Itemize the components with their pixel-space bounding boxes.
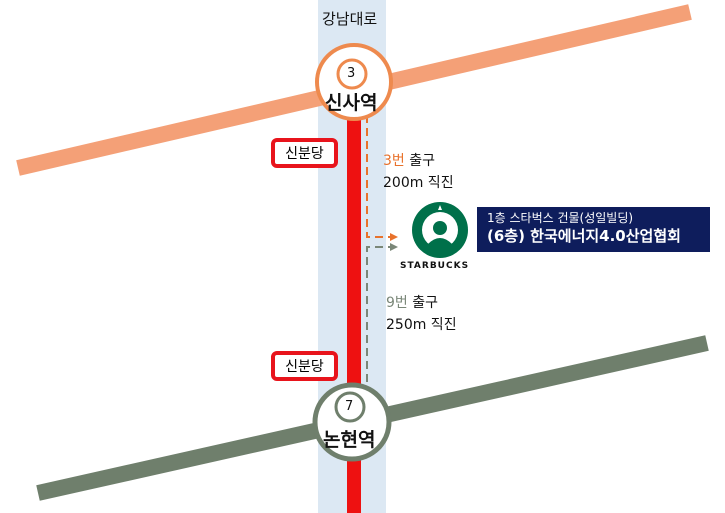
exit-3-direction: 3번 출구 200m 직진 xyxy=(383,150,454,194)
road-label: 강남대로 xyxy=(322,10,378,28)
exit-3-number: 3번 xyxy=(383,153,405,169)
exit-9-route xyxy=(366,246,392,395)
destination-box: 1층 스타벅스 건물(성일빌딩) (6층) 한국에너지4.0산업협회 xyxy=(477,207,710,252)
line-7-badge xyxy=(334,391,366,423)
exit-3-arrow-icon xyxy=(390,233,398,241)
exit-3-route xyxy=(366,102,392,238)
line-7-number: 7 xyxy=(345,399,354,414)
exit-9-direction: 9번 출구 250m 직진 xyxy=(386,292,457,336)
sinsa-station-name: 신사역 xyxy=(325,92,378,114)
destination-office: (6층) 한국에너지4.0산업협회 xyxy=(487,227,681,245)
exit-9-arrow-icon xyxy=(390,243,398,251)
exit-3-distance: 200m 직진 xyxy=(383,175,454,191)
line-3-number: 3 xyxy=(347,66,356,81)
line-3-badge xyxy=(336,58,368,90)
destination-building: 1층 스타벅스 건물(성일빌딩) xyxy=(487,211,634,225)
shinbundang-label: 신분당 xyxy=(271,351,338,381)
starbucks-logo-icon xyxy=(412,202,468,258)
shinbundang-label: 신분당 xyxy=(271,138,338,168)
exit-3-suffix: 출구 xyxy=(409,153,436,169)
starbucks-wordmark: STARBUCKS xyxy=(400,261,470,271)
nonhyeon-station-name: 논현역 xyxy=(323,429,376,451)
exit-9-number: 9번 xyxy=(386,295,408,311)
exit-9-suffix: 출구 xyxy=(412,295,439,311)
exit-9-distance: 250m 직진 xyxy=(386,317,457,333)
